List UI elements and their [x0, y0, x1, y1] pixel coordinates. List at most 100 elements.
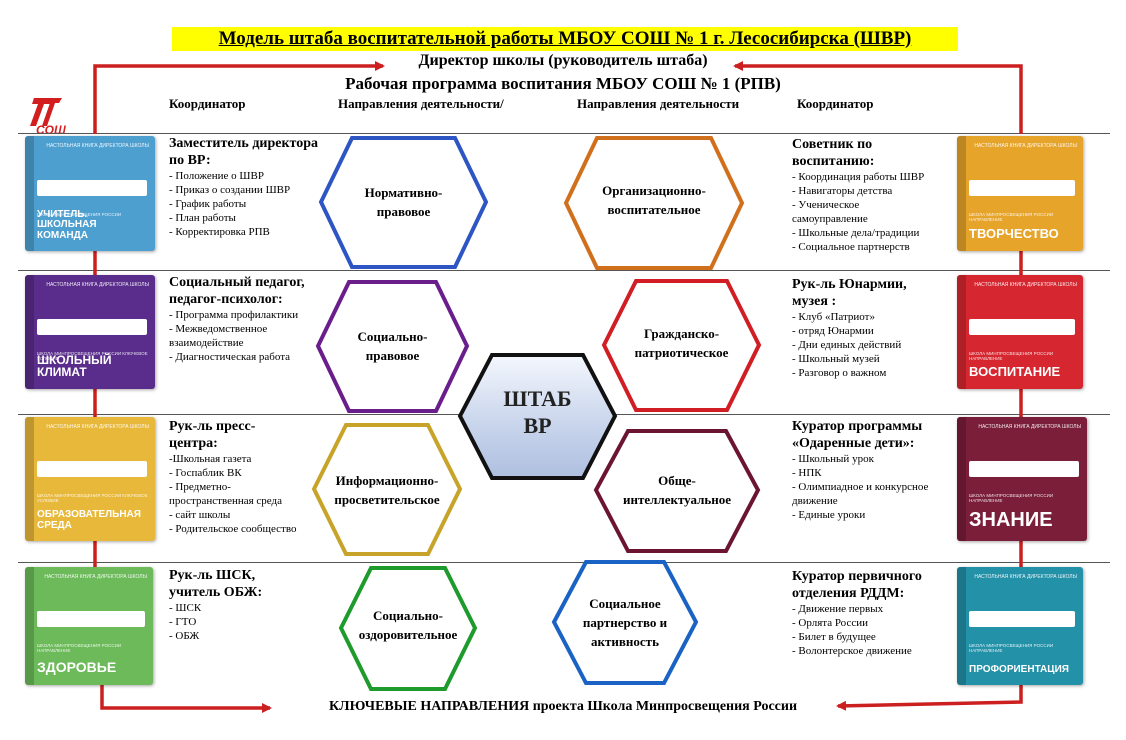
- key-directions-footer: КЛЮЧЕВЫЕ НАПРАВЛЕНИЯ проекта Школа Минпр…: [328, 699, 798, 714]
- book-subtitle: ШКОЛА МИНПРОСВЕЩЕНИЯ РОССИИ НАПРАВЛЕНИЕ: [969, 643, 1054, 653]
- coordinator-heading: Рук-ль Юнармии, музея :: [792, 277, 907, 309]
- book-title: ЗДОРОВЬЕ: [37, 659, 117, 676]
- coordinator-item: - сайт школы: [169, 509, 231, 521]
- book-cover-creativity: НАСТОЛЬНАЯ КНИГА ДИРЕКТОРА ШКОЛЫ ШКОЛА М…: [957, 136, 1083, 251]
- arrow-to-footer-right: [836, 684, 1023, 711]
- hex-label: Социальное партнерство и активность: [582, 596, 668, 649]
- hex-label: Гражданско-патриотическое: [634, 325, 729, 360]
- book-subtitle: ШКОЛА МИНПРОСВЕЩЕНИЯ РОССИИ НАПРАВЛЕНИЕ: [969, 212, 1054, 222]
- coordinator-item: - Движение первых: [792, 603, 884, 615]
- coordinator-heading: Рук-ль ШСК, учитель ОБЖ:: [169, 568, 263, 600]
- hex-label: Информационно-просветительское: [334, 473, 440, 507]
- book-subtitle: ШКОЛА МИНПРОСВЕЩЕНИЯ РОССИИ КЛЮЧЕВОЕ УСЛ…: [37, 351, 148, 361]
- coordinator-sports-club: Рук-ль ШСК, учитель ОБЖ: - ШСК - ГТО - О…: [169, 567, 299, 643]
- coordinator-item: - ОБЖ: [169, 630, 200, 642]
- separator-line: [18, 562, 1110, 563]
- book-series: НАСТОЛЬНАЯ КНИГА ДИРЕКТОРА ШКОЛЫ: [46, 424, 149, 430]
- arrow-to-director-right: [733, 61, 1023, 134]
- book-series: НАСТОЛЬНАЯ КНИГА ДИРЕКТОРА ШКОЛЫ: [974, 574, 1077, 580]
- program-label: Рабочая программа воспитания МБОУ СОШ № …: [345, 74, 781, 93]
- book-logos: [969, 319, 1075, 335]
- book-cover-teacher: НАСТОЛЬНАЯ КНИГА ДИРЕКТОРА ШКОЛЫ ШКОЛА М…: [25, 136, 155, 251]
- hex-social-legal: [315, 280, 470, 413]
- hex-label: Социально-правовое: [357, 329, 428, 363]
- coordinator-deputy-director: Заместитель директора по ВР: - Положение…: [169, 135, 319, 239]
- hex-label: Обще-интеллектуальное: [622, 473, 732, 507]
- book-subtitle: ШКОЛА МИНПРОСВЕЩЕНИЯ РОССИИ КЛЮЧЕВОЕ УСЛ…: [37, 493, 148, 503]
- coordinator-heading: Социальный педагог, педагог-психолог:: [169, 275, 305, 307]
- coordinator-item: - Олимпиадное и конкурсное движение: [792, 481, 929, 507]
- coordinator-item: -Школьная газета: [169, 453, 252, 465]
- coordinator-heading: Советник по воспитанию:: [792, 137, 875, 169]
- hex-label: Социально-оздоровительное: [358, 608, 458, 642]
- book-title: ОБРАЗОВАТЕЛЬНАЯ СРЕДА: [37, 509, 141, 531]
- coordinator-item: - Клуб «Патриот»: [792, 311, 875, 323]
- coordinator-item: - Школьный музей: [792, 353, 880, 365]
- coordinator-item: - Орлята России: [792, 617, 868, 629]
- coordinator-item: - Социальное партнерств: [792, 241, 910, 253]
- director-label: Директор школы (руководитель штаба): [418, 52, 708, 69]
- book-subtitle: ШКОЛА МИНПРОСВЕЩЕНИЯ РОССИИ НАПРАВЛЕНИЕ: [37, 643, 122, 653]
- coordinator-item: - отряд Юнармии: [792, 325, 874, 337]
- header-left-directions: Направления деятельности/: [338, 96, 504, 111]
- coordinator-item: - Координация работы ШВР: [792, 171, 925, 183]
- separator-line: [18, 133, 1110, 134]
- coordinator-item: - Школьный урок: [792, 453, 874, 465]
- book-title: ПРОФОРИЕНТАЦИЯ: [969, 663, 1069, 675]
- header-right-coordinator: Координатор: [797, 96, 874, 111]
- book-cover-health: НАСТОЛЬНАЯ КНИГА ДИРЕКТОРА ШКОЛЫ ШКОЛА М…: [25, 567, 153, 685]
- hex-info-education: [311, 423, 463, 556]
- hex-intellectual: [593, 429, 761, 553]
- coordinator-item: - ГТО: [169, 616, 197, 628]
- coordinator-press-center: Рук-ль пресс-центра: -Школьная газета - …: [169, 418, 309, 536]
- coordinator-item: - Ученическое самоуправление: [792, 199, 868, 225]
- book-logos: [969, 461, 1079, 477]
- book-subtitle: ШКОЛА МИНПРОСВЕЩЕНИЯ РОССИИ НАПРАВЛЕНИЕ: [969, 351, 1054, 361]
- center-label: ШТАБ ВР: [492, 385, 583, 439]
- coordinator-item: - Навигаторы детства: [792, 185, 893, 197]
- diagram-title: Модель штаба воспитательной работы МБОУ …: [172, 27, 958, 51]
- book-logos: [37, 319, 147, 335]
- coordinator-advisor: Советник по воспитанию: - Координация ра…: [792, 136, 952, 254]
- book-series: НАСТОЛЬНАЯ КНИГА ДИРЕКТОРА ШКОЛЫ: [974, 143, 1077, 149]
- coordinator-rddm: Куратор первичного отделения РДДМ: - Дви…: [792, 568, 942, 658]
- coordinator-item: - Билет в будущее: [792, 631, 876, 643]
- coordinator-item: - Госпаблик ВК: [169, 467, 242, 479]
- coordinator-item: - Разговор о важном: [792, 367, 887, 379]
- coordinator-heading: Заместитель директора по ВР:: [169, 136, 319, 168]
- hex-civil-patriotic: [601, 279, 762, 412]
- coordinator-item: - Межведомственное взаимодействие: [169, 323, 268, 349]
- coordinator-item: - Корректировка РПВ: [169, 226, 270, 238]
- book-logos: [37, 461, 147, 477]
- hex-label: Организационно-воспитательное: [602, 183, 706, 217]
- book-logos: [969, 180, 1075, 196]
- hex-organizational: [563, 136, 745, 270]
- coordinator-gifted-children: Куратор программы «Одаренные дети»: - Шк…: [792, 418, 952, 522]
- book-series: НАСТОЛЬНАЯ КНИГА ДИРЕКТОРА ШКОЛЫ: [46, 143, 149, 149]
- coordinator-heading: Рук-ль пресс-центра:: [169, 419, 256, 451]
- coordinator-heading: Куратор первичного отделения РДДМ:: [792, 569, 922, 601]
- coordinator-yunarmiya: Рук-ль Юнармии, музея : - Клуб «Патриот»…: [792, 276, 942, 380]
- book-series: НАСТОЛЬНАЯ КНИГА ДИРЕКТОРА ШКОЛЫ: [974, 282, 1077, 288]
- coordinator-item: - Диагностическая работа: [169, 351, 291, 363]
- book-cover-knowledge: НАСТОЛЬНАЯ КНИГА ДИРЕКТОРА ШКОЛЫ ШКОЛА М…: [957, 417, 1087, 541]
- hex-social-health: [338, 566, 478, 691]
- coordinator-item: - Волонтерское движение: [792, 645, 912, 657]
- coordinator-item: - НПК: [792, 467, 822, 479]
- book-cover-upbringing: НАСТОЛЬНАЯ КНИГА ДИРЕКТОРА ШКОЛЫ ШКОЛА М…: [957, 275, 1083, 389]
- book-series: НАСТОЛЬНАЯ КНИГА ДИРЕКТОРА ШКОЛЫ: [44, 574, 147, 580]
- coordinator-item: - ШСК: [169, 602, 202, 614]
- hex-normative-legal: [318, 136, 489, 269]
- coordinator-item: - Родительское сообщество: [169, 523, 297, 535]
- coordinator-social-pedagogue: Социальный педагог, педагог-психолог: - …: [169, 274, 309, 364]
- coordinator-item: - Предметно-пространственная среда: [169, 481, 283, 507]
- header-right-directions: Направления деятельности: [577, 96, 740, 111]
- book-cover-career: НАСТОЛЬНАЯ КНИГА ДИРЕКТОРА ШКОЛЫ ШКОЛА М…: [957, 567, 1083, 685]
- separator-line: [18, 270, 1110, 271]
- coordinator-item: - Школьные дела/традиции: [792, 227, 920, 239]
- center-label-line2: ВР: [523, 413, 552, 438]
- arrow-to-footer-left: [100, 684, 272, 713]
- book-series: НАСТОЛЬНАЯ КНИГА ДИРЕКТОРА ШКОЛЫ: [978, 424, 1081, 430]
- coordinator-item: - Положение о ШВР: [169, 170, 264, 182]
